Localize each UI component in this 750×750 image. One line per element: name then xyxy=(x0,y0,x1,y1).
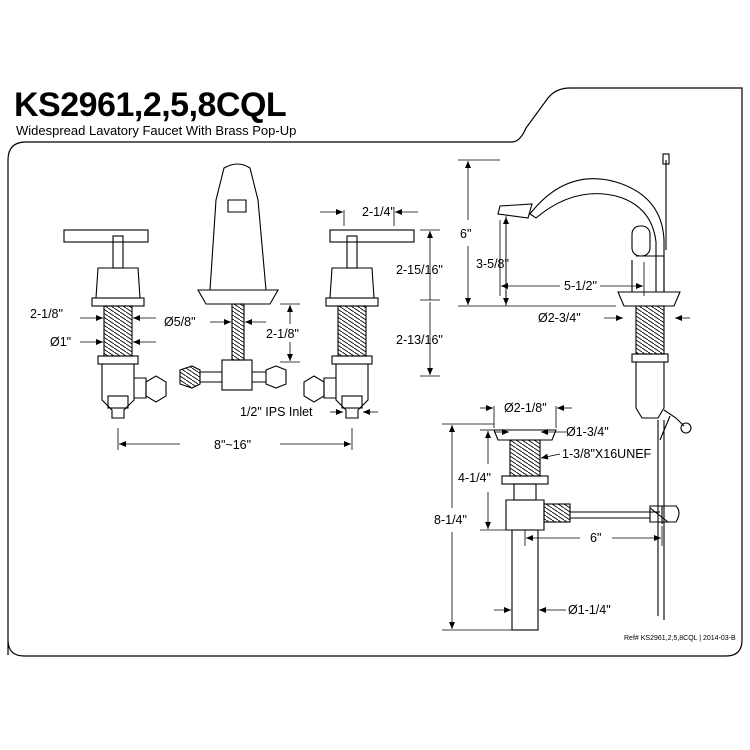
right-handle-valve xyxy=(303,229,415,419)
dim-spout-shank-len: 2-1/8" xyxy=(266,327,299,341)
dim-inlet: 1/2" IPS Inlet xyxy=(240,405,313,419)
popup-drain xyxy=(493,429,680,631)
left-handle-valve xyxy=(63,229,167,419)
dim-base-dia: Ø2-3/4" xyxy=(538,311,581,325)
side-view-faucet xyxy=(497,153,692,620)
dim-reach: 5-1/2" xyxy=(564,279,597,293)
dim-spout-width: 2-1/4" xyxy=(362,205,395,219)
dim-escutcheon: 2-1/8" xyxy=(30,307,63,321)
dim-drain-total: 8-1/4" xyxy=(434,513,467,527)
dim-drain-upper: 4-1/4" xyxy=(458,471,491,485)
dim-thread: 1-3/8"X16UNEF xyxy=(562,447,652,461)
dim-drain-body: Ø1-3/4" xyxy=(566,425,609,439)
reference-note: Ref# KS2961,2,5,8CQL | 2014-03-B xyxy=(624,635,736,642)
dim-spread: 8"~16" xyxy=(214,438,251,452)
dim-spout-height: 3-5/8" xyxy=(476,257,509,271)
dim-shank-dia: Ø1" xyxy=(50,335,71,349)
model-title: KS2961,2,5,8CQL xyxy=(14,86,287,124)
dim-shank-length: 2-13/16" xyxy=(396,333,443,347)
dim-drain-flange: Ø2-1/8" xyxy=(504,401,547,415)
product-description: Widespread Lavatory Faucet With Brass Po… xyxy=(16,123,297,138)
dim-overall-height: 6" xyxy=(460,227,471,241)
dim-handle-height: 2-15/16" xyxy=(396,263,443,277)
dim-spout-shank-dia: Ø5/8" xyxy=(164,315,196,329)
drawing-frame xyxy=(7,87,743,657)
dim-tailpiece-dia: Ø1-1/4" xyxy=(568,603,611,617)
dim-lift-rod: 6" xyxy=(590,531,601,545)
center-spout xyxy=(179,163,287,391)
